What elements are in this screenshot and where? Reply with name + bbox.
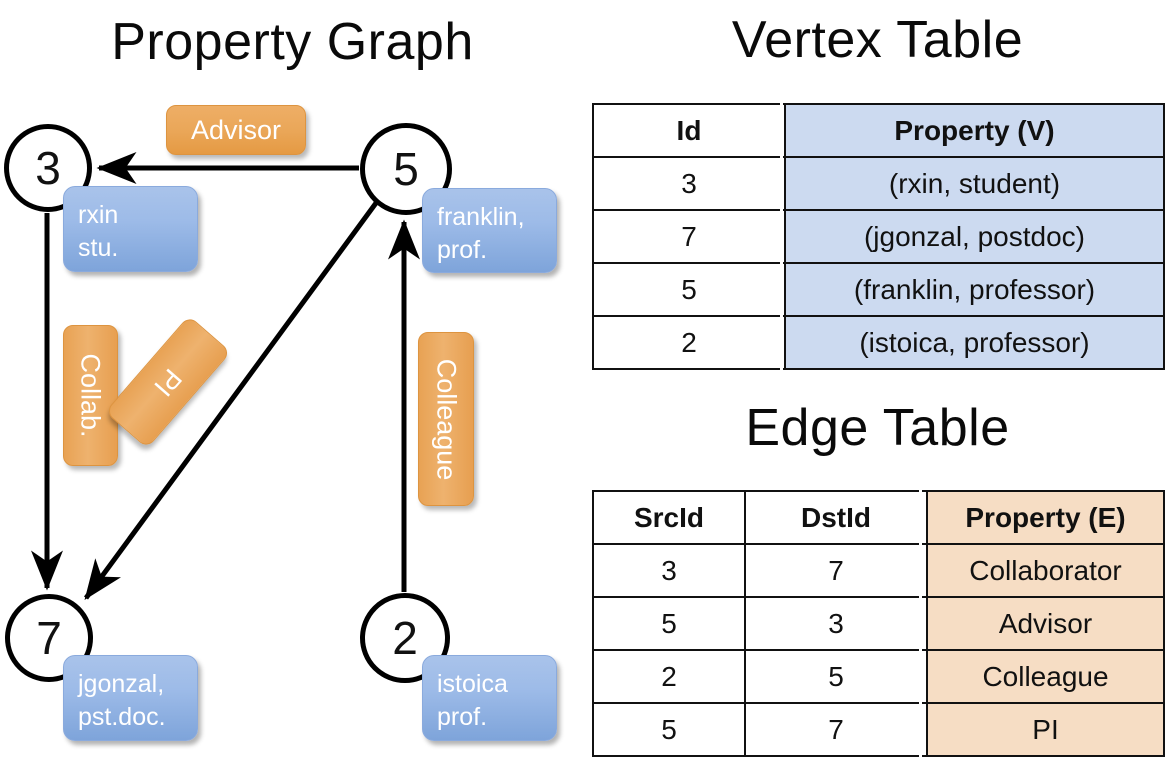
vertex-table-header-property: Property (V) bbox=[784, 103, 1165, 158]
vertex-table-cell-property-0: (rxin, student) bbox=[784, 156, 1165, 211]
vertex-node-5-label: 5 bbox=[393, 143, 419, 195]
table-row[interactable]: 5 (franklin, professor) bbox=[592, 262, 1165, 317]
vertex-property-istoica-line2: prof. bbox=[437, 702, 488, 731]
table-row[interactable]: 3 7 Collaborator bbox=[592, 543, 1165, 598]
vertex-table-cell-property-1: (jgonzal, postdoc) bbox=[784, 209, 1165, 264]
vertex-node-7-label: 7 bbox=[36, 612, 62, 664]
vertex-node-2-label: 2 bbox=[392, 612, 418, 664]
vertex-property-rxin-line2: stu. bbox=[78, 233, 119, 262]
vertex-property-franklin-line1: franklin, bbox=[437, 203, 525, 231]
page-title-property-graph: Property Graph bbox=[111, 13, 474, 71]
vertex-node-3-label: 3 bbox=[35, 142, 61, 194]
edge-table-cell-property-0: Collaborator bbox=[926, 543, 1165, 598]
vertex-property-franklin-line2: prof. bbox=[437, 235, 488, 264]
vertex-table-cell-id-3: 2 bbox=[592, 315, 786, 370]
table-row[interactable]: 2 (istoica, professor) bbox=[592, 315, 1165, 370]
vertex-node-5[interactable]: 5 bbox=[360, 123, 452, 215]
vertex-property-rxin-line1: rxin bbox=[78, 201, 119, 229]
edge-table-cell-src-0: 3 bbox=[592, 543, 746, 598]
vertex-property-box-franklin[interactable]: franklin, prof. bbox=[422, 188, 557, 273]
vertex-table-cell-id-1: 7 bbox=[592, 209, 786, 264]
edge-label-box-colleague[interactable]: Colleague bbox=[418, 332, 474, 506]
vertex-property-box-jgonzal[interactable]: jgonzal, pst.doc. bbox=[63, 655, 198, 741]
edge-table-header-srcid: SrcId bbox=[592, 490, 746, 545]
vertex-table-cell-id-2: 5 bbox=[592, 262, 786, 317]
edge-table-header-dstid: DstId bbox=[744, 490, 928, 545]
edge-label-colleague-text: Colleague bbox=[431, 358, 462, 480]
edge-label-box-collab[interactable]: Collab. bbox=[63, 325, 118, 466]
edge-table-header-row: SrcId DstId Property (E) bbox=[592, 490, 1165, 545]
table-row[interactable]: 7 (jgonzal, postdoc) bbox=[592, 209, 1165, 264]
vertex-property-jgonzal-line1: jgonzal, bbox=[78, 670, 165, 698]
edge-table-column-seam bbox=[919, 490, 922, 760]
edge-table-header-property: Property (E) bbox=[926, 490, 1165, 545]
vertex-table: Id Property (V) 3 (rxin, student) 7 (jgo… bbox=[592, 103, 1165, 370]
edge-table-cell-property-3: PI bbox=[926, 702, 1165, 757]
vertex-table-cell-property-2: (franklin, professor) bbox=[784, 262, 1165, 317]
edge-table-cell-dst-2: 5 bbox=[744, 649, 928, 704]
table-row[interactable]: 5 3 Advisor bbox=[592, 596, 1165, 651]
property-graph-diagram: 3 5 7 2 rxin stu. franklin, prof. jgonza… bbox=[4, 105, 557, 741]
edge-table-cell-property-1: Advisor bbox=[926, 596, 1165, 651]
vertex-table-cell-property-3: (istoica, professor) bbox=[784, 315, 1165, 370]
edge-table-cell-property-2: Colleague bbox=[926, 649, 1165, 704]
edge-table-cell-dst-3: 7 bbox=[744, 702, 928, 757]
vertex-property-jgonzal-line2: pst.doc. bbox=[78, 702, 166, 731]
page-title-edge-table: Edge Table bbox=[745, 399, 1010, 457]
vertex-property-box-istoica[interactable]: istoica prof. bbox=[422, 655, 557, 741]
vertex-property-box-rxin[interactable]: rxin stu. bbox=[63, 186, 198, 272]
edge-table-cell-src-1: 5 bbox=[592, 596, 746, 651]
edge-table-cell-src-2: 2 bbox=[592, 649, 746, 704]
edge-label-collab-text: Collab. bbox=[76, 353, 107, 438]
table-row[interactable]: 2 5 Colleague bbox=[592, 649, 1165, 704]
vertex-table-header-id: Id bbox=[592, 103, 786, 158]
edge-label-advisor-text: Advisor bbox=[190, 114, 282, 145]
edge-5-to-7 bbox=[83, 201, 379, 601]
edge-label-box-advisor[interactable]: Advisor bbox=[166, 105, 306, 155]
vertex-table-header-row: Id Property (V) bbox=[592, 103, 1165, 158]
page-title-vertex-table: Vertex Table bbox=[731, 11, 1024, 69]
edge-table-cell-dst-0: 7 bbox=[744, 543, 928, 598]
vertex-table-cell-id-0: 3 bbox=[592, 156, 786, 211]
edge-table-cell-dst-1: 3 bbox=[744, 596, 928, 651]
vertex-table-column-seam bbox=[780, 103, 783, 371]
vertex-property-istoica-line1: istoica bbox=[437, 670, 508, 698]
graph-edges-svg bbox=[31, 152, 420, 601]
table-row[interactable]: 3 (rxin, student) bbox=[592, 156, 1165, 211]
edge-table-cell-src-3: 5 bbox=[592, 702, 746, 757]
edge-table: SrcId DstId Property (E) 3 7 Collaborato… bbox=[592, 490, 1165, 757]
table-row[interactable]: 5 7 PI bbox=[592, 702, 1165, 757]
edge-label-pi-text: PI bbox=[148, 362, 189, 402]
vertex-node-2[interactable]: 2 bbox=[360, 593, 450, 683]
